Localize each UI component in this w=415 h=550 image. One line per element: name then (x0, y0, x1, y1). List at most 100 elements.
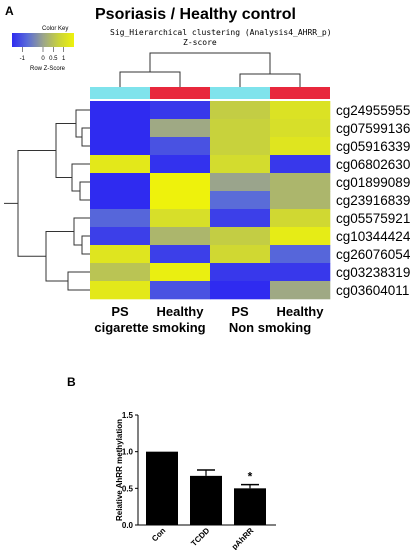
heatmap-cell (150, 119, 211, 138)
row-label: cg24955955 (336, 103, 410, 118)
heatmap-cell (90, 191, 151, 210)
heatmap-cell (210, 245, 271, 264)
heatmap-subtitle: Sig_Hierarchical clustering (Analysis4_A… (110, 28, 332, 37)
row-label: cg05916339 (336, 139, 410, 154)
dendrogram-branch (119, 71, 181, 87)
heatmap-cell (270, 155, 331, 174)
dendrogram-branch (81, 127, 90, 147)
color-key-xlabel: Row Z-Score (30, 66, 66, 72)
heatmap-cell (150, 263, 211, 282)
heatmap-cell (210, 119, 271, 138)
bar (146, 451, 178, 525)
heatmap-cell (270, 263, 331, 282)
heatmap-cell (270, 209, 331, 228)
column-group-label: Non smoking (229, 320, 311, 335)
heatmap-cell (90, 281, 151, 300)
heatmap-cell (270, 101, 331, 120)
x-tick-label: TCDD (189, 526, 211, 548)
dendrogram-branch (55, 123, 76, 178)
dendrogram-branch (17, 150, 56, 257)
column-labels: PS Healthy PS Healthy (111, 304, 324, 319)
row-label: cg03238319 (336, 265, 410, 280)
column-group-label: cigarette smoking (94, 320, 205, 335)
heatmap-cell (210, 209, 271, 228)
y-tick-label: 1.5 (122, 411, 134, 420)
color-key-bar (12, 33, 74, 47)
column-color-bar (90, 87, 330, 99)
column-group-labels: cigarette smoking Non smoking (94, 320, 311, 335)
heatmap-title: Psoriasis / Healthy control (95, 6, 296, 23)
color-key-tick-label: -1 (20, 56, 26, 62)
row-label: cg06802630 (336, 157, 410, 172)
color-key-title: Color Key (42, 26, 68, 32)
dendrogram-branch (79, 181, 90, 201)
heatmap-cell (150, 227, 211, 246)
heatmap-cell (90, 245, 151, 264)
row-label: cg10344424 (336, 229, 411, 244)
bar (190, 475, 222, 525)
heatmap-cell (210, 155, 271, 174)
panel-b-label: B (67, 375, 76, 389)
column-label: PS (111, 304, 129, 319)
heatmap-cell (150, 137, 211, 156)
row-labels: cg24955955 cg07599136 cg05916339 cg06802630… (336, 103, 411, 298)
heatmap-cell (150, 281, 211, 300)
row-label: cg01899089 (336, 175, 410, 190)
color-key: Color Key -1 0 0.5 1 Row Z-Score (12, 26, 74, 72)
column-dendrogram (119, 52, 301, 87)
row-label: cg07599136 (336, 121, 410, 136)
heatmap-cell (150, 245, 211, 264)
heatmap-cell (270, 137, 331, 156)
heatmap-cell (150, 101, 211, 120)
color-key-tick-label: 1 (62, 56, 66, 62)
y-axis-label: Relative AhRR methylation (115, 419, 124, 521)
column-color-swatch (150, 87, 210, 99)
heatmap-cell (90, 263, 151, 282)
column-color-swatch (90, 87, 150, 99)
heatmap-cell (90, 137, 151, 156)
column-label: Healthy (277, 304, 325, 319)
x-tick-label: pAhRR (230, 526, 256, 550)
column-label: Healthy (157, 304, 205, 319)
heatmap-cell (210, 281, 271, 300)
heatmap-cell (210, 101, 271, 120)
column-label: PS (231, 304, 249, 319)
heatmap-cell (210, 263, 271, 282)
dendrogram-branch (71, 163, 90, 192)
heatmap-cell (90, 209, 151, 228)
bar (234, 488, 266, 525)
heatmap-cell (210, 227, 271, 246)
heatmap-cell (90, 101, 151, 120)
heatmap-cell (90, 155, 151, 174)
heatmap-cell (150, 173, 211, 192)
significance-marker: * (248, 470, 253, 484)
y-tick-label: 1.0 (122, 448, 134, 457)
dendrogram-branch (149, 52, 271, 74)
heatmap-cell (90, 119, 151, 138)
heatmap-cell (90, 173, 151, 192)
heatmap-cell (90, 227, 151, 246)
heatmap-scale-label: Z-score (183, 38, 217, 47)
x-tick-label: Con (150, 526, 167, 543)
heatmap-cells (90, 101, 331, 300)
dendrogram-branch (45, 231, 74, 282)
heatmap-cell (150, 155, 211, 174)
heatmap-cell (270, 227, 331, 246)
heatmap-cell (270, 245, 331, 264)
row-label: cg05575921 (336, 211, 410, 226)
panel-a-label: A (5, 4, 14, 18)
heatmap-cell (210, 137, 271, 156)
dendrogram-branch (81, 235, 90, 255)
heatmap-cell (270, 191, 331, 210)
dendrogram-branch (75, 109, 90, 138)
heatmap-cell (270, 281, 331, 300)
dendrogram-branch (239, 73, 301, 87)
row-dendrogram (4, 109, 90, 291)
color-key-tick-label: 0.5 (49, 56, 58, 62)
y-tick-label: 0.5 (122, 484, 134, 493)
dendrogram-branch (67, 271, 90, 291)
y-tick-label: 0.0 (122, 521, 134, 530)
color-key-tick-label: 0 (41, 56, 45, 62)
